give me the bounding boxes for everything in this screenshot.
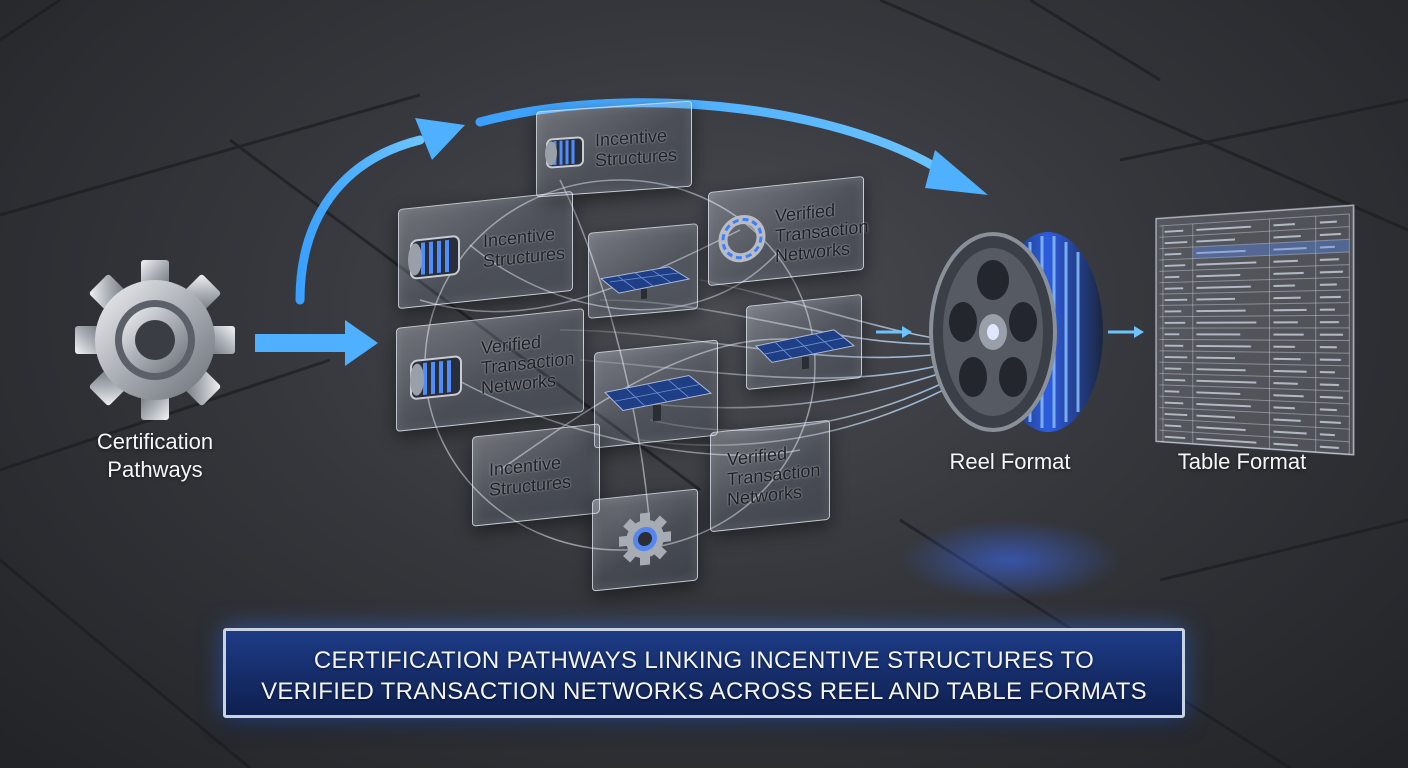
table-cell-text bbox=[1165, 403, 1184, 404]
panel-label-line2: Structures bbox=[595, 144, 678, 171]
table-cell-text bbox=[1273, 371, 1306, 372]
table-cell-text bbox=[1196, 358, 1235, 359]
table-cell-text bbox=[1273, 261, 1297, 262]
table-cell-text bbox=[1273, 224, 1294, 225]
panel-label: Verified Transaction Networks bbox=[481, 328, 574, 398]
ring-icon bbox=[718, 214, 766, 263]
table-format-label: Table Format bbox=[1177, 449, 1307, 474]
source-label-line1: Certification bbox=[96, 429, 214, 454]
table-cell-text bbox=[1320, 259, 1339, 260]
panel-verified-top: Verified Transaction Networks bbox=[708, 175, 868, 287]
table-cell-text bbox=[1273, 236, 1300, 237]
panel-grid-top bbox=[588, 223, 698, 319]
panel-verified-bottom: Verified Transaction Networks bbox=[710, 419, 830, 533]
table-cell-text bbox=[1165, 242, 1188, 243]
film-reel-icon bbox=[545, 136, 584, 169]
reel-floor-glow bbox=[900, 520, 1120, 600]
table-cell-text bbox=[1273, 285, 1294, 286]
panel-incentive-top: Incentive Structures bbox=[536, 100, 692, 198]
solar-panel-icon bbox=[603, 374, 713, 422]
table-cell-text bbox=[1165, 414, 1188, 415]
table-cell-text bbox=[1320, 397, 1343, 398]
panel-label: Verified Transaction Networks bbox=[775, 196, 868, 266]
table-cell-text bbox=[1165, 391, 1180, 392]
arrow-to-reel-head bbox=[902, 326, 912, 338]
table-output bbox=[1154, 202, 1366, 457]
arrowhead-1 bbox=[415, 118, 465, 160]
table-cell-text bbox=[1196, 346, 1251, 347]
table-icon bbox=[1154, 203, 1355, 457]
gear-icon bbox=[75, 260, 235, 420]
source-label-line2: Pathways bbox=[107, 457, 203, 482]
table-cell-text bbox=[1165, 231, 1184, 232]
curved-arrow-large bbox=[295, 98, 960, 305]
panel-grid-right bbox=[746, 293, 862, 391]
arrowhead-2 bbox=[925, 150, 988, 195]
banner-line1: CERTIFICATION PATHWAYS LINKING INCENTIVE… bbox=[313, 647, 1095, 674]
table-cell-text bbox=[1165, 437, 1186, 438]
film-reel-icon bbox=[929, 232, 1103, 432]
panel-verified-left: Verified Transaction Networks bbox=[396, 308, 584, 432]
reel-output bbox=[918, 222, 1114, 442]
table-cell-text bbox=[1273, 395, 1303, 396]
table-cell-text bbox=[1196, 299, 1235, 300]
table-cell-text bbox=[1320, 434, 1335, 435]
arrow-shaft-source bbox=[255, 334, 345, 352]
solar-panel-icon bbox=[754, 329, 856, 370]
film-reel-icon bbox=[408, 235, 460, 280]
panel-incentive-bottom: Incentive Structures bbox=[472, 423, 600, 527]
table-cell-text bbox=[1320, 222, 1337, 223]
panel-incentive-left: Incentive Structures bbox=[398, 190, 573, 310]
panel-grid-middle bbox=[594, 339, 718, 449]
arrow-to-table-head bbox=[1134, 326, 1144, 338]
source-gear bbox=[70, 255, 240, 425]
title-banner: CERTIFICATION PATHWAYS LINKING INCENTIVE… bbox=[223, 628, 1185, 718]
table-cell-text bbox=[1273, 383, 1297, 384]
gear-icon bbox=[619, 512, 671, 566]
banner-line2: VERIFIED TRANSACTION NETWORKS ACROSS REE… bbox=[261, 678, 1147, 705]
arrowhead-source bbox=[345, 320, 378, 366]
table-cell-text bbox=[1273, 407, 1294, 408]
banner-text: CERTIFICATION PATHWAYS LINKING INCENTIVE… bbox=[226, 645, 1182, 707]
table-cell-text bbox=[1165, 254, 1182, 255]
panel-label: Incentive Structures bbox=[483, 223, 565, 272]
table-cell-text bbox=[1165, 380, 1186, 381]
table-cell-text bbox=[1320, 409, 1337, 410]
table-cell-text bbox=[1320, 234, 1341, 235]
table-cell-text bbox=[1196, 287, 1251, 288]
panel-label: Incentive Structures bbox=[489, 451, 571, 500]
panel-label: Incentive Structures bbox=[595, 125, 678, 171]
solar-panel-icon bbox=[599, 266, 691, 300]
table-cell-text bbox=[1273, 419, 1300, 420]
source-label: Certification Pathways bbox=[60, 428, 250, 484]
table-cell-text bbox=[1196, 311, 1245, 312]
film-reel-icon bbox=[410, 355, 462, 400]
table-cell-text bbox=[1320, 272, 1343, 273]
reel-format-label: Reel Format bbox=[949, 449, 1071, 474]
panel-gear-bottom bbox=[592, 488, 698, 592]
table-cell-text bbox=[1165, 425, 1182, 426]
table-cell-text bbox=[1320, 422, 1341, 423]
table-cell-text bbox=[1196, 369, 1245, 370]
table-cell-text bbox=[1273, 273, 1303, 274]
table-cell-text bbox=[1320, 384, 1339, 385]
table-cell-text bbox=[1165, 265, 1186, 266]
panel-label: Verified Transaction Networks bbox=[727, 440, 820, 509]
